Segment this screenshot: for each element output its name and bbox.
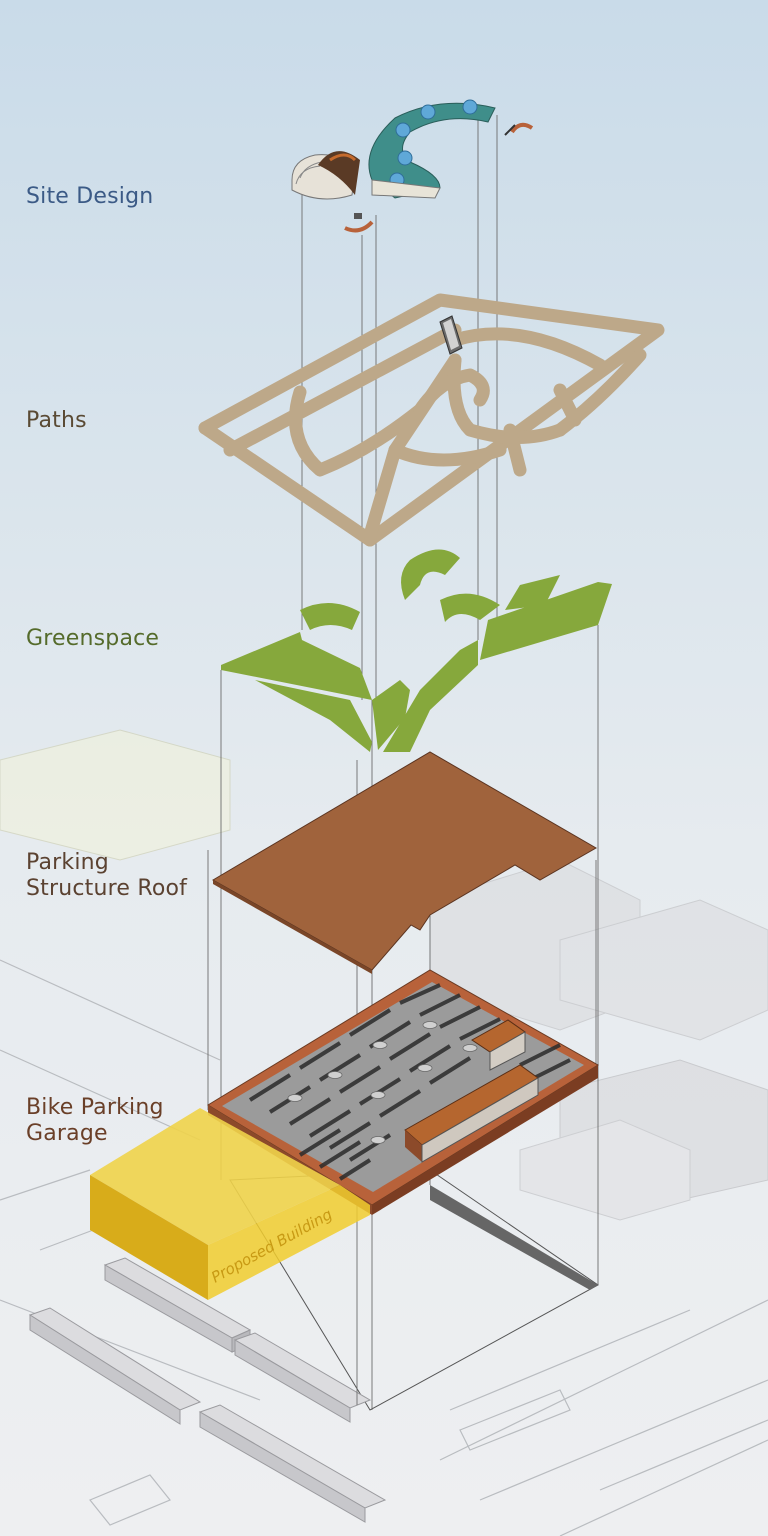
- site-design-elements: [291, 99, 534, 233]
- bike-parking-garage: [207, 969, 599, 1215]
- layer-label-line: Structure Roof: [26, 876, 188, 901]
- layer-label-bike-parking-garage: Bike Parking Garage: [26, 1095, 164, 1147]
- context-buildings: [0, 729, 768, 1221]
- greenspace: [221, 549, 612, 752]
- layer-label-parking-structure-roof: Parking Structure Roof: [26, 850, 187, 902]
- street-blocks: [28, 1257, 387, 1523]
- layer-label-paths: Paths: [26, 408, 87, 433]
- layer-label-greenspace: Greenspace: [26, 626, 160, 651]
- garage-canopy: [404, 1019, 539, 1163]
- street-context: [0, 959, 768, 1536]
- layer-label-line: Bike Parking: [26, 1095, 164, 1120]
- amphitheater: [291, 151, 360, 200]
- layer-label-site-design: Site Design: [26, 184, 154, 209]
- benches: [344, 122, 534, 233]
- layer-label-line: Parking: [26, 850, 109, 875]
- paths-pavilion: [439, 315, 463, 355]
- proposed-building: Proposed Building: [90, 1108, 370, 1300]
- layer-label-line: Garage: [26, 1121, 108, 1146]
- water-garden: [368, 99, 496, 199]
- parking-structure-roof: [212, 751, 598, 974]
- paths-layer: [198, 293, 665, 547]
